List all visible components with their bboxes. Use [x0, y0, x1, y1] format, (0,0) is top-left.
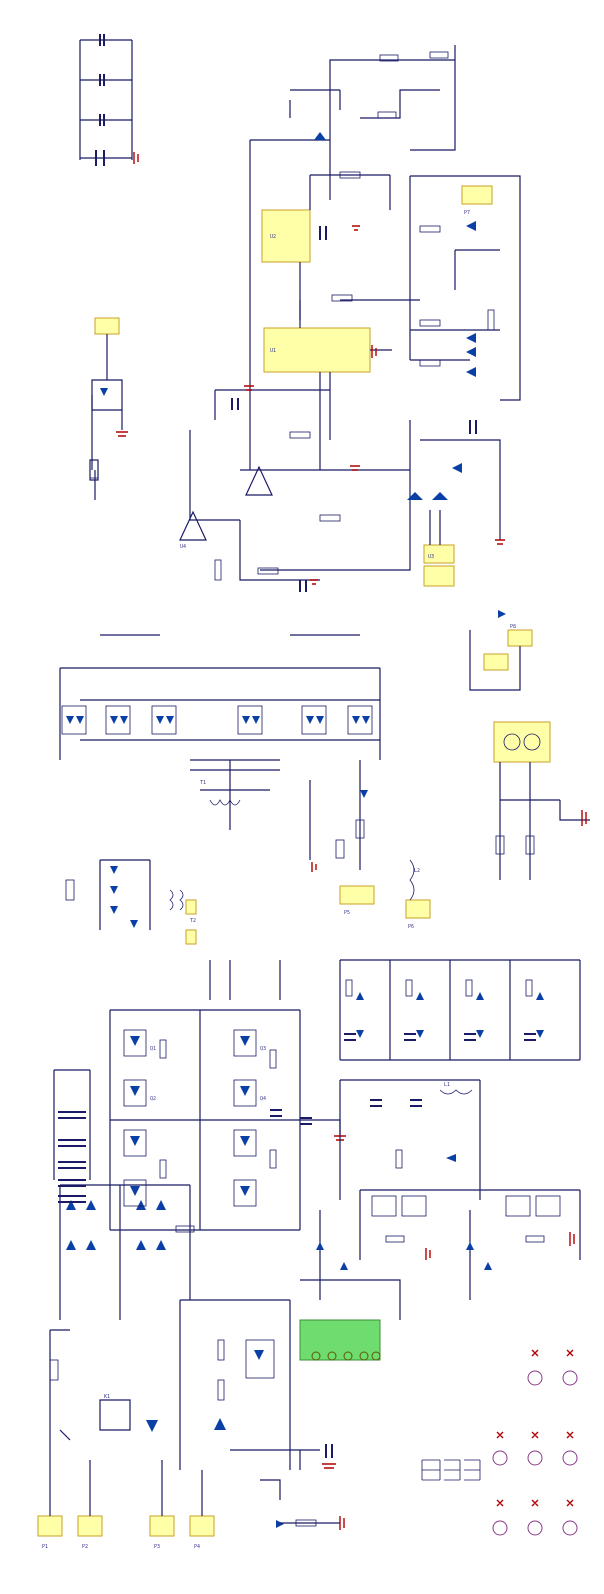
terminal-block — [299, 1319, 381, 1361]
power-stage — [59, 634, 431, 919]
label-p3: P3 — [154, 1544, 160, 1550]
label-p4: P4 — [194, 1544, 200, 1550]
controller-section — [89, 45, 521, 592]
ic-u2 — [261, 209, 311, 263]
transformer-t1 — [190, 759, 280, 830]
label-q4: Q4 — [260, 1096, 266, 1102]
opamp-2 — [245, 465, 273, 496]
capacitor-bank-top — [79, 34, 139, 166]
opto-pair — [493, 721, 551, 763]
connector-p-mid-2 — [405, 899, 431, 919]
diode-cluster-left — [65, 859, 197, 945]
feedback-section — [179, 1299, 345, 1530]
gate-drive-lower — [300, 1079, 581, 1320]
label-p7: P7 — [464, 210, 470, 216]
label-l1: L1 — [444, 1082, 450, 1088]
test-points — [421, 1349, 578, 1536]
label-l2: L2 — [414, 868, 420, 874]
label-u1: U1 — [270, 348, 276, 354]
label-p8: P8 — [510, 624, 516, 630]
label-p1: P1 — [42, 1544, 48, 1550]
connector-in-3 — [149, 1515, 175, 1537]
label-u2: U2 — [270, 234, 276, 240]
ic-u1 — [263, 327, 371, 373]
label-q2: Q2 — [150, 1096, 156, 1102]
label-p2: P2 — [82, 1544, 88, 1550]
label-t1: T1 — [200, 780, 206, 786]
opamp-1 — [179, 510, 207, 541]
mosfet-row — [61, 705, 373, 735]
label-u4: U4 — [180, 544, 186, 550]
connector-mid-left — [423, 565, 455, 587]
connector-in-1 — [37, 1515, 63, 1537]
label-p5: P5 — [344, 910, 350, 916]
bulk-capacitors — [53, 1069, 91, 1203]
connector-in-2 — [77, 1515, 103, 1537]
label-q1: Q1 — [150, 1046, 156, 1052]
label-u3: U3 — [428, 554, 434, 560]
rectifier-bank-right — [339, 959, 581, 1061]
connector-u3 — [423, 544, 455, 564]
designators: U1 U2 U3 U4 T1 T2 L1 L2 Q1 Q2 Q3 Q4 K1 P… — [42, 210, 516, 1550]
connector-top-right — [461, 185, 493, 205]
label-k1: K1 — [104, 1394, 110, 1400]
igbt-bridge — [109, 960, 346, 1233]
connector-in-4 — [189, 1515, 215, 1537]
label-q3: Q3 — [260, 1046, 266, 1052]
label-p6: P6 — [408, 924, 414, 930]
label-t2: T2 — [190, 918, 196, 924]
connector-p-mid-1 — [339, 885, 375, 905]
aux-opto-right — [469, 610, 590, 880]
input-bridge — [37, 1184, 215, 1537]
opto-block-top — [89, 317, 128, 500]
